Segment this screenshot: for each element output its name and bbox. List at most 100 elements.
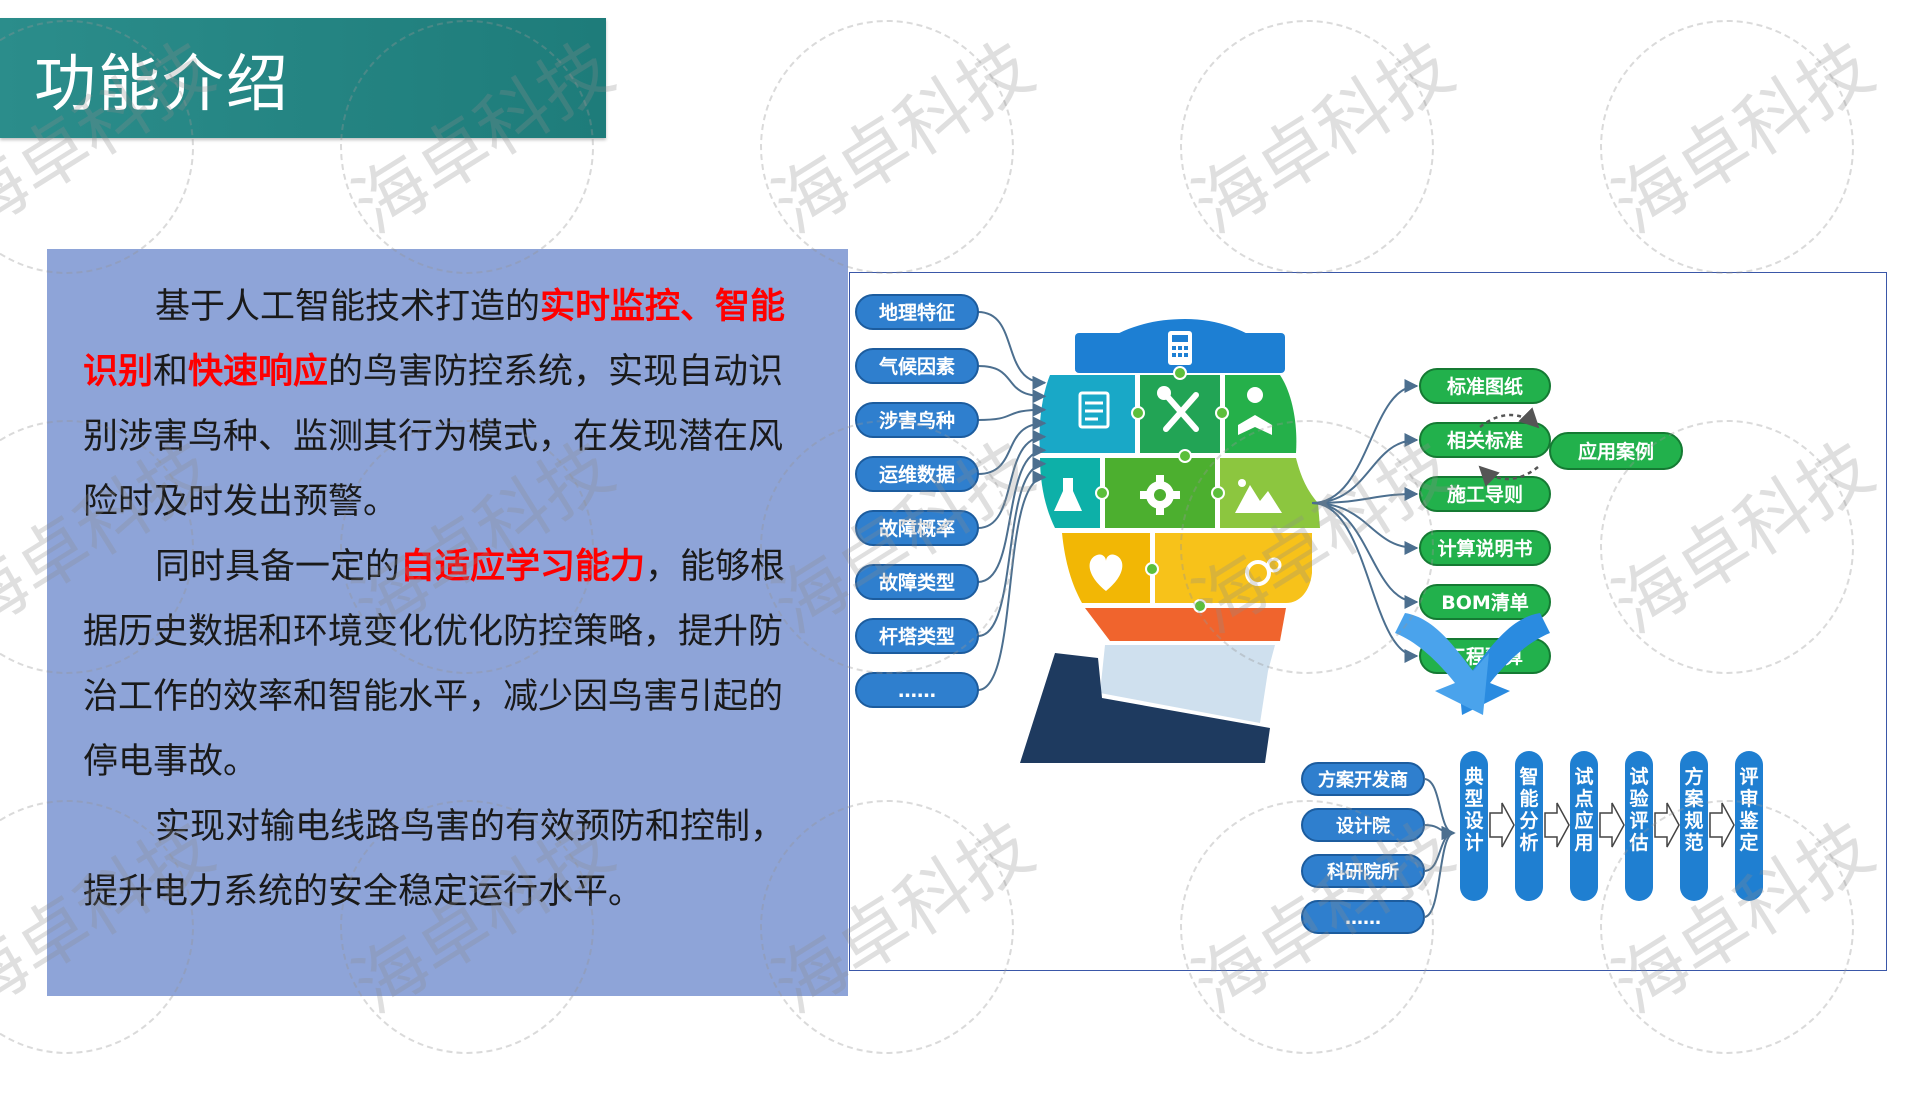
description-text: 基于人工智能技术打造的实时监控、智能识别和快速响应的鸟害防控系统，实现自动识别涉… xyxy=(83,275,815,925)
source-pill: 设计院 xyxy=(1301,808,1425,842)
source-connector xyxy=(1423,826,1456,872)
source-pill: 方案开发商 xyxy=(1301,762,1425,796)
process-step-bar xyxy=(1625,751,1653,901)
input-factor-label: 故障概率 xyxy=(879,517,955,540)
body-text: ，能够根据历史数据和环境变化优化防控策略，提升防治工作的效率和智能水平，减少因鸟… xyxy=(83,547,786,782)
process-step: 智能分析 xyxy=(1515,751,1543,901)
process-arrow-icon xyxy=(1654,802,1680,848)
output-connector xyxy=(1311,433,1419,504)
output-connector xyxy=(1311,502,1419,663)
puzzle-knobs xyxy=(1095,366,1229,613)
body-text: 实现对输电线路鸟害的有效预防和控制，提升电力系统的安全稳定运行水平。 xyxy=(83,807,786,912)
input-pill-bg xyxy=(855,402,979,438)
process-arrow-icon xyxy=(1709,802,1735,848)
output-pill-bg xyxy=(1419,530,1551,566)
process-step-label: 方案规范 xyxy=(1683,765,1704,854)
output-connectors xyxy=(1311,379,1419,663)
body-text: 同时具备一定的 xyxy=(155,547,401,587)
highlight-text: 智能识别 xyxy=(83,287,786,392)
blue-curved-arrows xyxy=(1395,613,1550,715)
process-step: 试点应用 xyxy=(1570,751,1598,901)
output-pill-bg xyxy=(1419,584,1551,620)
process-step-bar xyxy=(1570,751,1598,901)
output-deliverable-pill: BOM清单 xyxy=(1419,584,1551,620)
input-factor-label: 故障类型 xyxy=(879,571,955,594)
process-arrow-icon xyxy=(1489,802,1515,848)
input-factor-pill: 运维数据 xyxy=(855,456,979,492)
head-puzzle-cyan xyxy=(1039,375,1135,453)
book-reader-icon xyxy=(1238,387,1272,435)
output-connector xyxy=(1311,502,1419,555)
input-factor-label: 涉害鸟种 xyxy=(879,409,955,432)
source-label: 设计院 xyxy=(1336,815,1390,837)
gear-icon xyxy=(1140,475,1180,515)
input-connector xyxy=(977,470,1047,691)
process-step-label: 试点应用 xyxy=(1574,766,1593,854)
mountain-icon xyxy=(1235,479,1282,513)
process-step-label: 试验评估 xyxy=(1628,766,1649,854)
input-factors: 地理特征气候因素涉害鸟种运维数据故障概率故障类型杆塔类型…… xyxy=(855,294,979,708)
output-pill-bg xyxy=(1419,422,1551,458)
description-paragraph: 实现对输电线路鸟害的有效预防和控制，提升电力系统的安全稳定运行水平。 xyxy=(83,795,815,925)
calculator-icon xyxy=(1168,331,1192,365)
tools-icon xyxy=(1157,386,1199,432)
process-step: 评审鉴定 xyxy=(1735,751,1763,901)
head-neck-band xyxy=(1085,608,1286,641)
process-arrow-icon xyxy=(1599,802,1625,848)
description-paragraph: 基于人工智能技术打造的实时监控、智能识别和快速响应的鸟害防控系统，实现自动识别涉… xyxy=(83,275,815,535)
output-deliverable-pill: 标准图纸 xyxy=(1419,368,1551,404)
input-pill-bg xyxy=(855,672,979,708)
input-connector xyxy=(977,365,1047,404)
input-pill-bg xyxy=(855,348,979,384)
input-factor-pill: 杆塔类型 xyxy=(855,618,979,654)
process-step-bar xyxy=(1515,751,1543,901)
process-step-bar xyxy=(1460,751,1488,901)
output-deliverable-pill: 计算说明书 xyxy=(1419,530,1551,566)
input-factor-label: …… xyxy=(898,680,936,702)
input-connector xyxy=(977,402,1047,421)
input-pill-bg xyxy=(855,294,979,330)
process-steps: 典型设计 智能分析 试点应用 试验评估 方案规范 评审鉴定 xyxy=(1460,751,1763,901)
input-factor-pill: 涉害鸟种 xyxy=(855,402,979,438)
title-bar: 功能介绍 xyxy=(0,18,606,138)
process-step-bar xyxy=(1735,751,1763,901)
input-factor-label: 杆塔类型 xyxy=(879,625,955,648)
input-connector xyxy=(977,416,1047,475)
description-panel: 基于人工智能技术打造的实时监控、智能识别和快速响应的鸟害防控系统，实现自动识别涉… xyxy=(47,249,848,996)
body-text: 和 xyxy=(153,352,189,392)
output-connector xyxy=(1311,379,1419,504)
highlight-text: 实时监控 xyxy=(540,287,681,327)
output-deliverable-label: 相关标准 xyxy=(1447,429,1523,452)
source-label: 科研院所 xyxy=(1327,861,1399,883)
input-factor-pill: 故障类型 xyxy=(855,564,979,600)
source-pill: 科研院所 xyxy=(1301,854,1425,888)
description-paragraph: 同时具备一定的自适应学习能力，能够根据历史数据和环境变化优化防控策略，提升防治工… xyxy=(83,535,815,795)
application-case-pill: 应用案例 xyxy=(1549,432,1683,470)
process-step: 试验评估 xyxy=(1625,751,1653,901)
participant-sources: 方案开发商设计院科研院所…… xyxy=(1301,762,1425,934)
input-factor-pill: 地理特征 xyxy=(855,294,979,330)
input-pill-bg xyxy=(855,618,979,654)
output-deliverable-label: 施工导则 xyxy=(1447,483,1523,506)
source-label: 方案开发商 xyxy=(1318,769,1408,791)
page-title: 功能介绍 xyxy=(34,47,291,120)
head-collar xyxy=(1100,645,1275,723)
source-connector xyxy=(1423,826,1456,918)
input-factor-pill: 故障概率 xyxy=(855,510,979,546)
output-deliverable-label: 标准图纸 xyxy=(1447,375,1523,398)
input-pill-bg xyxy=(855,456,979,492)
source-connectors xyxy=(1423,778,1456,918)
input-connectors xyxy=(977,311,1047,691)
process-step-label: 智能分析 xyxy=(1519,765,1538,854)
flask-icon xyxy=(1054,478,1082,511)
function-diagram: 地理特征气候因素涉害鸟种运维数据故障概率故障类型杆塔类型…… 标准图纸相关标准施… xyxy=(849,272,1887,971)
head-suit xyxy=(1020,653,1270,763)
process-step-label: 评审鉴定 xyxy=(1738,766,1759,854)
process-arrow-icon xyxy=(1544,802,1570,848)
process-step: 典型设计 xyxy=(1460,751,1488,901)
output-deliverable-pill: 施工导则 xyxy=(1419,476,1551,512)
output-deliverable-pill: 相关标准 xyxy=(1419,422,1551,458)
input-pill-bg xyxy=(855,564,979,600)
head-puzzle-green xyxy=(1225,375,1297,453)
